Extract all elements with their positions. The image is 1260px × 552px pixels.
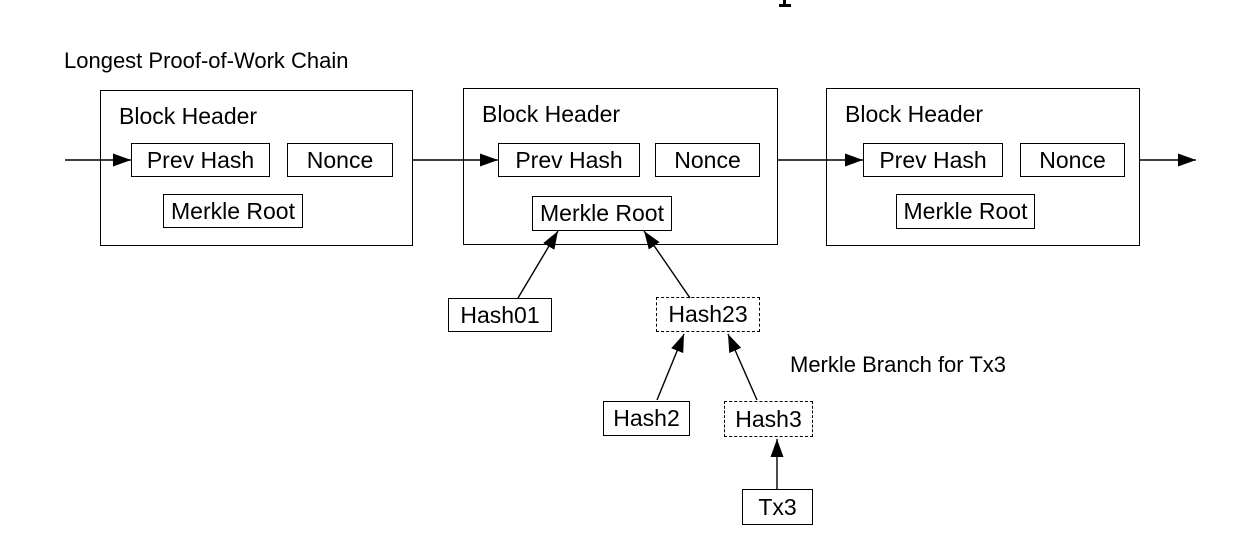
tx3-box: Tx3 [742,489,813,525]
block-1-merkle-root-box: Merkle Root [163,194,303,228]
cropped-text-fragment [783,0,786,5]
block-3: Block Header [826,88,1140,246]
block-3-prev-hash-box: Prev Hash [863,143,1003,177]
block-2-merkle-root-box: Merkle Root [532,196,672,231]
hash2-box: Hash2 [603,401,690,436]
block-2-prev-hash-box: Prev Hash [498,143,640,177]
arrow-hash3-to-hash23 [727,333,758,401]
hash3-box: Hash3 [724,401,813,437]
hash01-box: Hash01 [448,298,552,332]
block-3-nonce-box: Nonce [1020,143,1125,177]
block-2: Block Header [463,88,778,245]
block-3-merkle-root-box: Merkle Root [896,194,1035,229]
merkle-branch-annotation: Merkle Branch for Tx3 [790,352,1007,377]
block-1: Block Header [100,90,413,246]
arrow-hash2-to-hash23 [656,333,685,401]
hash23-box: Hash23 [656,297,760,332]
block-1-header-label: Block Header [119,103,258,129]
block-2-header-label: Block Header [482,101,621,127]
block-1-nonce-box: Nonce [287,143,393,177]
block-1-prev-hash-box: Prev Hash [131,143,270,177]
figure-title: Longest Proof-of-Work Chain [64,48,349,73]
block-3-header-label: Block Header [845,101,984,127]
block-2-nonce-box: Nonce [655,143,760,177]
cropped-text-fragment [779,4,791,7]
